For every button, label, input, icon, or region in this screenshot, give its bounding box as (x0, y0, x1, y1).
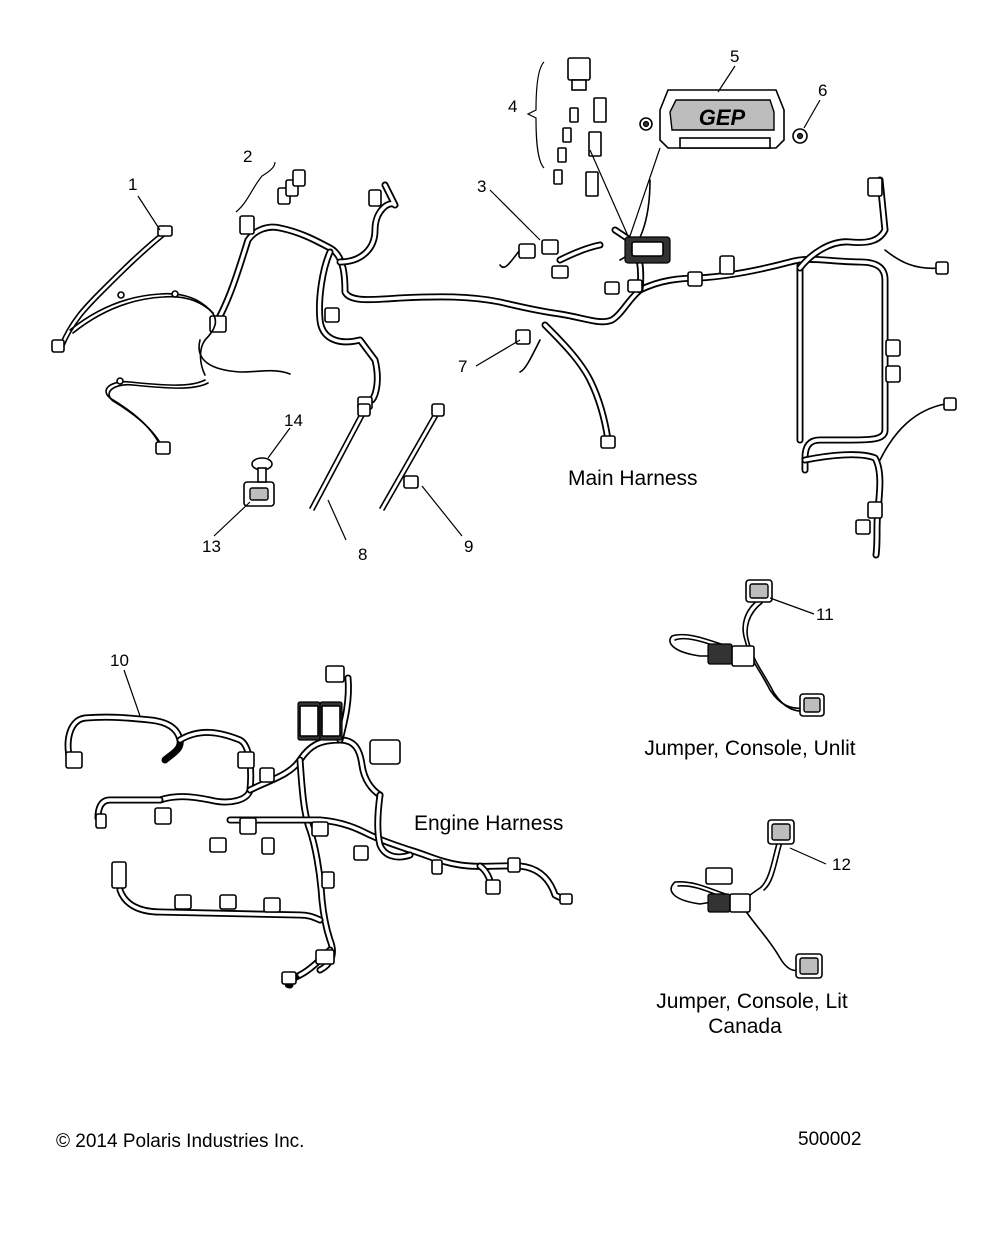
callout-6: 6 (818, 81, 827, 100)
module-logo-text: GEP (699, 105, 746, 130)
jumper-console-lit-item-12 (670, 819, 823, 979)
callout-3: 3 (477, 177, 486, 196)
label-main-harness: Main Harness (568, 467, 698, 490)
jumper-console-unlit-item-11 (669, 579, 825, 717)
copyright-text: © 2014 Polaris Industries Inc. (56, 1131, 304, 1152)
clip-item-13 (243, 481, 275, 507)
screw-item-14 (251, 457, 273, 483)
main-harness (198, 176, 957, 559)
label-jumper-lit: Jumper, Console, Lit (656, 990, 848, 1013)
fastener-item-6 (792, 128, 808, 144)
callout-13: 13 (202, 537, 221, 556)
relays-and-fuses-item-4 (526, 57, 607, 197)
label-jumper-unlit: Jumper, Console, Unlit (644, 737, 855, 760)
wire-harness-item-1 (51, 225, 217, 455)
cable-tie-item-8 (309, 403, 371, 511)
connector-set-item-2 (235, 161, 306, 213)
callout-11: 11 (816, 605, 834, 624)
callout-4: 4 (508, 97, 517, 116)
callout-9: 9 (464, 537, 473, 556)
callout-5: 5 (730, 47, 739, 66)
callout-numbers: 1 2 3 4 5 6 7 8 9 10 11 12 13 14 (110, 47, 851, 874)
cable-tie-item-9 (379, 403, 445, 511)
leader-lines (123, 65, 827, 865)
label-jumper-lit-canada: Canada (708, 1015, 782, 1038)
electronic-module-item-5: GEP (639, 89, 785, 149)
callout-14: 14 (284, 411, 303, 430)
callout-8: 8 (358, 545, 367, 564)
callout-12: 12 (832, 855, 851, 874)
engine-harness-item-10 (64, 665, 573, 989)
callout-7: 7 (458, 357, 467, 376)
label-engine-harness: Engine Harness (414, 812, 563, 835)
callout-2: 2 (243, 147, 252, 166)
callout-1: 1 (128, 175, 137, 194)
drawing-number: 500002 (798, 1129, 861, 1150)
callout-10: 10 (110, 651, 129, 670)
